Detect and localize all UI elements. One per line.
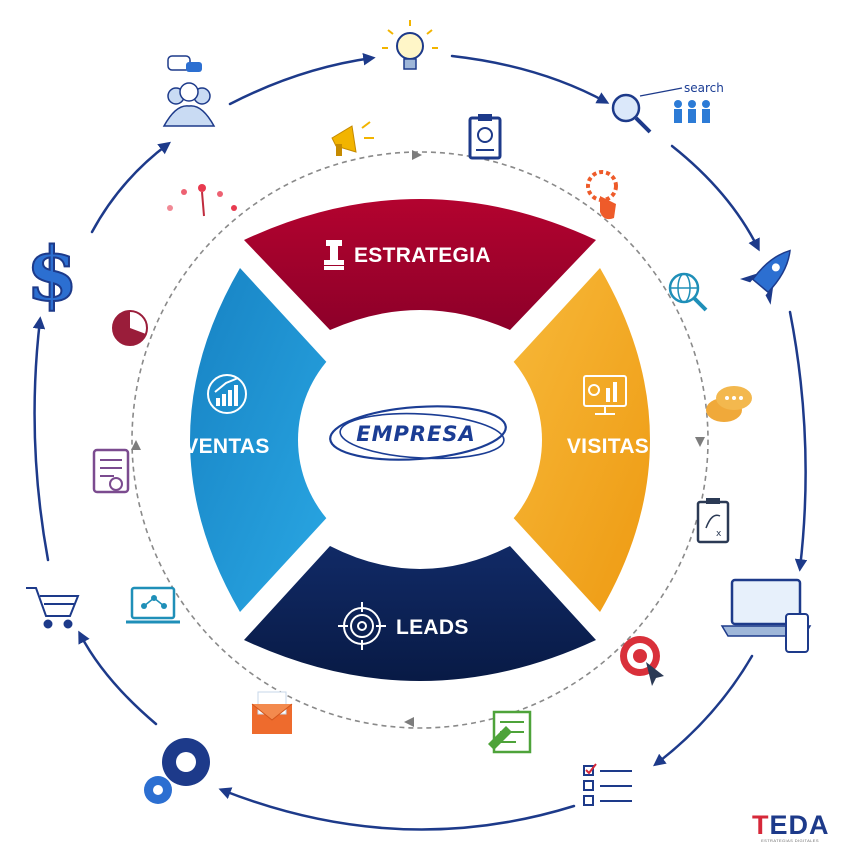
tactics-clipboard-icon: x [696, 498, 730, 544]
hearts-icon [167, 184, 237, 217]
segment-ventas [190, 268, 332, 612]
strategy-clipboard-icon [468, 114, 502, 160]
rook-icon [324, 240, 344, 270]
target-click-icon [620, 636, 664, 686]
center-scribble-2 [339, 412, 505, 460]
shopping-cart-icon [26, 587, 80, 629]
checklist-icon [583, 763, 632, 806]
svg-text:$: $ [26, 232, 78, 318]
svg-text:ESTRATEGIAS DIGITALES: ESTRATEGIAS DIGITALES [761, 838, 819, 843]
segment-label-estrategia: ESTRATEGIA [354, 244, 491, 267]
brand-logo: TEDA ESTRATEGIAS DIGITALES [752, 810, 830, 843]
segment-visitas [508, 268, 650, 612]
invoice-icon [92, 448, 130, 494]
network-laptop-icon [126, 586, 180, 624]
form-edit-icon [488, 710, 532, 754]
dashed-circle-arrowheads [131, 150, 705, 727]
monitor-chart-icon [583, 375, 627, 415]
segment-label-visitas: VISITAS [567, 435, 649, 458]
dollar-sign-icon: $ [25, 231, 79, 319]
pie-chart-icon [112, 310, 148, 346]
dashed-inner-circle [131, 151, 709, 729]
search-people-icon [611, 87, 710, 134]
center-scribble [329, 405, 507, 461]
segment-label-ventas: VENTAS [184, 435, 269, 458]
lightbulb-icon [382, 20, 438, 70]
segment-label-leads: LEADS [396, 616, 469, 639]
center-label: EMPRESA [356, 422, 476, 446]
email-envelope-icon [251, 691, 293, 734]
svg-text:x: x [716, 529, 722, 539]
search-label: search [684, 81, 724, 95]
outer-cycle-arrows [32, 53, 808, 831]
hand-gear-icon [586, 170, 618, 220]
growth-chart-icon [207, 374, 247, 414]
target-crosshair-icon [338, 602, 386, 650]
people-group-chat-icon [162, 55, 216, 127]
segment-leads [244, 546, 596, 681]
rocket-icon [739, 249, 791, 305]
laptop-phone-icon [720, 578, 812, 653]
chat-bubbles-icon [706, 386, 752, 422]
global-search-icon [668, 272, 708, 312]
megaphone-icon [331, 121, 374, 156]
gears-icon [144, 738, 210, 804]
center-hub [298, 318, 542, 562]
svg-text:TEDA: TEDA [752, 810, 830, 840]
segment-estrategia [244, 199, 596, 330]
